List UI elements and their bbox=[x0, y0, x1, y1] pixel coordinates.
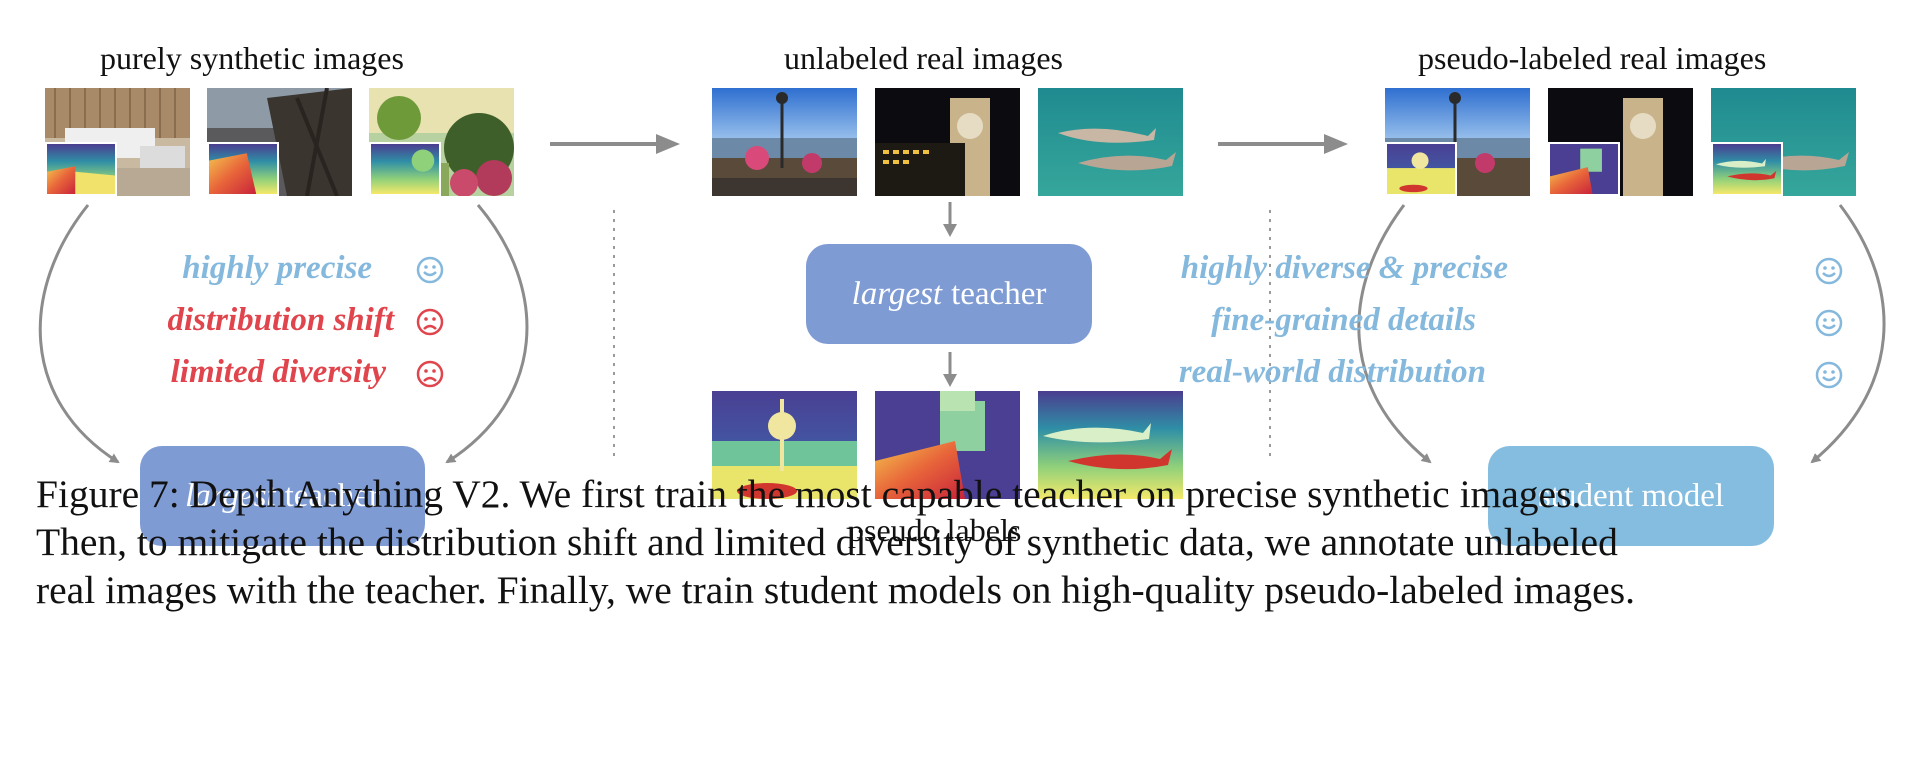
synthetic-image-foliage bbox=[369, 88, 514, 196]
synthetic-industrial-depth-inset bbox=[207, 142, 279, 196]
teacher-label: teacher bbox=[951, 275, 1047, 312]
clocktower-pseudo-label-inset bbox=[1548, 142, 1620, 196]
teacher-italic-label: largest bbox=[185, 477, 276, 514]
pseudo-label-lake bbox=[712, 391, 857, 499]
real-image-clocktower bbox=[875, 88, 1020, 196]
section-divider-1 bbox=[613, 210, 615, 460]
real-image-lake bbox=[712, 88, 857, 196]
real-image-sharks bbox=[1038, 88, 1183, 196]
synthetic-image-room bbox=[45, 88, 190, 196]
right-arrow-icon bbox=[1218, 134, 1348, 154]
student-model-box: student model bbox=[1488, 446, 1774, 546]
caption-line-3: real images with the teacher. Finally, w… bbox=[36, 568, 1635, 612]
smile-face-icon bbox=[1815, 361, 1843, 389]
pseudo-labels-title: pseudo labels bbox=[848, 512, 1022, 548]
frown-face-icon bbox=[416, 360, 444, 388]
pseudo-to-student-arrows bbox=[1357, 204, 1886, 464]
synthetic-images-title: purely synthetic images bbox=[100, 40, 404, 76]
right-arrow-icon bbox=[550, 134, 680, 154]
pseudo-property-2: fine-grained details bbox=[1211, 302, 1476, 338]
caption-line-1: Figure 7: Depth Anything V2. We first tr… bbox=[36, 472, 1582, 516]
smile-face-icon bbox=[1815, 309, 1843, 337]
section-divider-2 bbox=[1269, 210, 1271, 460]
lake-pseudo-label-inset bbox=[1385, 142, 1457, 196]
pseudo-labeled-image-sharks bbox=[1711, 88, 1856, 196]
synthetic-image-industrial bbox=[207, 88, 352, 196]
down-arrow-icon bbox=[943, 202, 957, 237]
unlabeled-images-title: unlabeled real images bbox=[784, 40, 1063, 76]
frown-face-icon bbox=[416, 308, 444, 336]
figure-caption: Figure 7: Depth Anything V2. We first tr… bbox=[36, 470, 1896, 614]
pseudo-labeled-images-title: pseudo-labeled real images bbox=[1418, 40, 1767, 76]
synthetic-property-1: highly precise bbox=[182, 250, 372, 286]
sharks-pseudo-label-inset bbox=[1711, 142, 1783, 196]
synthetic-room-depth-inset bbox=[45, 142, 117, 196]
pseudo-label-sharks bbox=[1038, 391, 1183, 499]
teacher-italic-label: largest bbox=[851, 275, 943, 312]
caption-line-2: Then, to mitigate the distribution shift… bbox=[36, 520, 1618, 564]
pseudo-property-1: highly diverse & precise bbox=[1180, 250, 1508, 286]
teacher-label: teacher bbox=[284, 477, 380, 514]
synthetic-property-2: distribution shift bbox=[167, 302, 394, 338]
pseudo-label-clocktower bbox=[875, 391, 1020, 499]
student-model-label: student model bbox=[1537, 477, 1725, 514]
largest-teacher-box-synthetic: largest teacher bbox=[140, 446, 425, 546]
synthetic-to-teacher-arrows bbox=[38, 204, 529, 464]
synthetic-property-3: limited diversity bbox=[170, 354, 386, 390]
synthetic-foliage-depth-inset bbox=[369, 142, 441, 196]
pseudo-labeled-image-clocktower bbox=[1548, 88, 1693, 196]
smile-face-icon bbox=[416, 256, 444, 284]
pseudo-labeled-image-lake bbox=[1385, 88, 1530, 196]
smile-face-icon bbox=[1815, 257, 1843, 285]
largest-teacher-box-unlabeled: largest teacher bbox=[806, 244, 1092, 344]
pseudo-property-3: real-world distribution bbox=[1178, 354, 1486, 390]
down-arrow-icon bbox=[943, 352, 957, 387]
